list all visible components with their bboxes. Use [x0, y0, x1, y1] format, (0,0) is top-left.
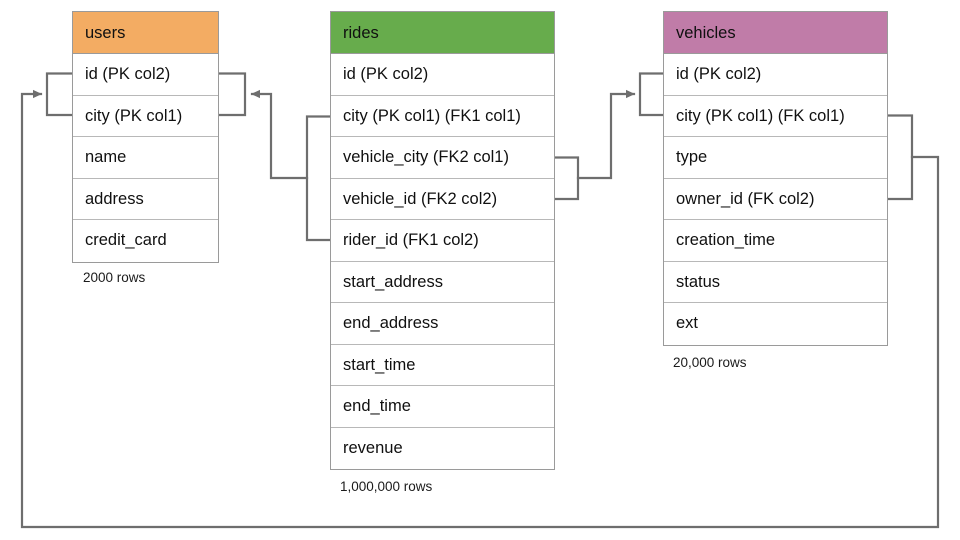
- table-vehicles-column-city[interactable]: city (PK col1) (FK col1): [664, 95, 887, 137]
- table-rides-row-count: 1,000,000 rows: [340, 479, 433, 494]
- table-rides-column-start-address[interactable]: start_address: [331, 261, 554, 303]
- table-rides-column-city[interactable]: city (PK col1) (FK1 col1): [331, 95, 554, 137]
- table-rides-column-end-time[interactable]: end_time: [331, 386, 554, 428]
- table-users-column-name[interactable]: name: [73, 137, 218, 179]
- table-rides-column-start-time[interactable]: start_time: [331, 344, 554, 386]
- table-users-header: users: [73, 12, 218, 54]
- table-vehicles-column-type[interactable]: type: [664, 137, 887, 179]
- table-rides-column-end-address[interactable]: end_address: [331, 303, 554, 345]
- table-users-column-city[interactable]: city (PK col1): [73, 95, 218, 137]
- table-users-column-id[interactable]: id (PK col2): [73, 54, 218, 96]
- table-rides-column-vehicle-city[interactable]: vehicle_city (FK2 col1): [331, 137, 554, 179]
- table-vehicles-column-owner-id[interactable]: owner_id (FK col2): [664, 178, 887, 220]
- connector-rides-to-vehicles: [553, 72, 665, 201]
- table-vehicles-column-ext[interactable]: ext: [664, 303, 887, 345]
- table-vehicles-row-count: 20,000 rows: [673, 355, 747, 370]
- table-users-column-address[interactable]: address: [73, 178, 218, 220]
- table-users[interactable]: users id (PK col2) city (PK col1) name a…: [72, 11, 219, 263]
- table-users-row-count: 2000 rows: [83, 270, 146, 285]
- table-rides-column-vehicle-id[interactable]: vehicle_id (FK2 col2): [331, 178, 554, 220]
- table-rides-header: rides: [331, 12, 554, 54]
- table-vehicles-column-id[interactable]: id (PK col2): [664, 54, 887, 96]
- table-rides-column-rider-id[interactable]: rider_id (FK1 col2): [331, 220, 554, 262]
- table-vehicles-column-creation-time[interactable]: creation_time: [664, 220, 887, 262]
- table-vehicles[interactable]: vehicles id (PK col2) city (PK col1) (FK…: [663, 11, 888, 346]
- table-rides[interactable]: rides id (PK col2) city (PK col1) (FK1 c…: [330, 11, 555, 470]
- table-users-column-credit-card[interactable]: credit_card: [73, 220, 218, 262]
- table-rides-column-revenue[interactable]: revenue: [331, 427, 554, 469]
- table-rides-column-id[interactable]: id (PK col2): [331, 54, 554, 96]
- table-vehicles-header: vehicles: [664, 12, 887, 54]
- connector-rides-to-users: [217, 72, 332, 242]
- table-vehicles-column-status[interactable]: status: [664, 261, 887, 303]
